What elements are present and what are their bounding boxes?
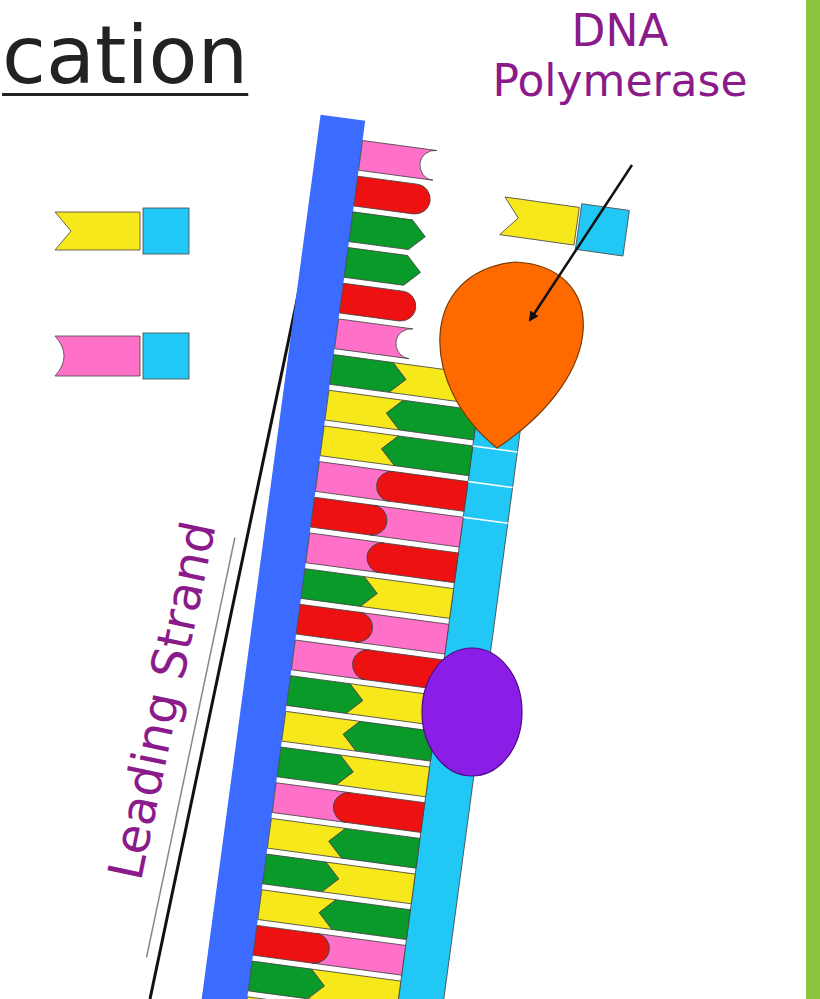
page-title: cation [2, 14, 248, 98]
free-nucleotide [55, 333, 189, 379]
leader-arrow [530, 165, 632, 320]
incoming-nucleotide [499, 193, 629, 256]
dna-polymerase [440, 262, 583, 448]
part-label: DNA Polymerase [460, 6, 780, 105]
free-nucleotide [55, 208, 189, 254]
frame-bar [806, 0, 820, 999]
sliding-clamp [422, 648, 522, 776]
strand-label: Leading Strand [99, 516, 226, 883]
dna-ladder [190, 115, 558, 999]
